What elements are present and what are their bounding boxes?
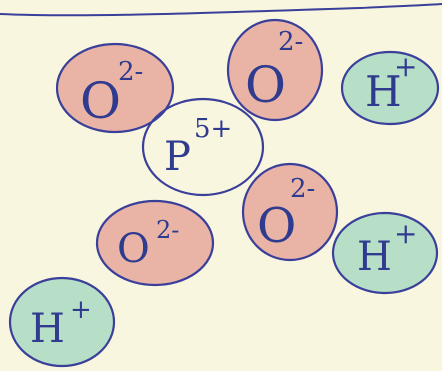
ion-charge: +	[70, 295, 92, 325]
ion-o3: O 2-	[241, 162, 339, 262]
ion-h2: H +	[331, 211, 439, 295]
ion-o2: O 2-	[226, 18, 324, 122]
ion-charge: 2-	[290, 174, 315, 204]
ion-o4: O 2-	[95, 199, 215, 287]
ion-charge: 5+	[194, 114, 232, 144]
ion-symbol: H	[357, 234, 392, 280]
ion-symbol: O	[117, 226, 150, 272]
ion-charge: 2-	[118, 57, 143, 87]
ion-h3: H +	[8, 276, 116, 368]
ion-o1: O 2-	[55, 42, 175, 134]
ion-charge: +	[394, 50, 417, 83]
ion-symbol: H	[365, 67, 402, 116]
ion-p: P 5+	[141, 97, 265, 197]
ion-charge: 2-	[278, 27, 303, 57]
ion-charge: 2-	[156, 216, 179, 244]
top-pen-stroke	[0, 3, 442, 17]
ion-charge: +	[394, 217, 417, 250]
ion-symbol: O	[245, 56, 286, 114]
ion-symbol: O	[80, 72, 121, 130]
ion-symbol: O	[257, 198, 296, 254]
ion-h1: H +	[340, 50, 440, 126]
ion-symbol: P	[164, 134, 191, 180]
ion-symbol: H	[30, 306, 65, 352]
